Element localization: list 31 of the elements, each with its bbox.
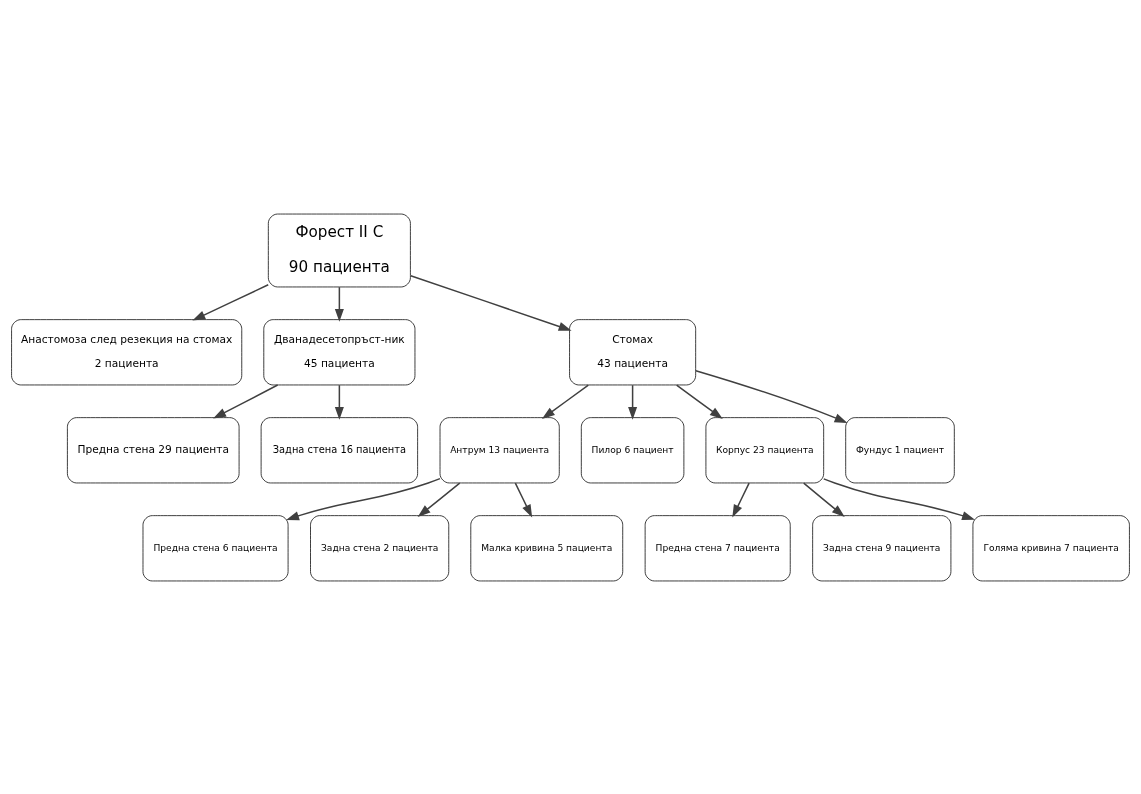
arrow: [213, 383, 279, 418]
node-box: Задна стена 16 пациента: [260, 416, 418, 483]
node-box: Голяма кривина 7 пациента: [972, 514, 1130, 581]
arrow: [334, 383, 344, 420]
node-box: Корпус 23 пациента: [705, 416, 825, 483]
node-box: Фундус 1 пациент: [845, 416, 955, 483]
arrow: [514, 481, 533, 518]
node-box: Задна стена 2 пациента: [310, 514, 450, 581]
node-box: Предна стена 29 пациента: [67, 416, 240, 483]
node-box: Стомах 43 пациента: [569, 318, 697, 385]
node-box: Предна стена 7 пациента: [644, 514, 791, 581]
node-box: Предна стена 6 пациента: [142, 514, 289, 581]
arrow: [628, 383, 638, 420]
arrow: [803, 481, 845, 517]
arrow: [541, 383, 590, 419]
arrow: [417, 481, 461, 517]
arrow: [334, 285, 344, 322]
node-box: Пилор 6 пациент: [580, 416, 685, 483]
node-box: Форест II C 90 пациента: [267, 213, 411, 287]
node-box: Малка кривина 5 пациента: [470, 514, 624, 581]
node-box: Анастомоза след резекция на стомах 2 пациента: [11, 318, 243, 385]
node-box: Дванадесетопръст-ник 45 пациента: [263, 318, 416, 385]
arrow: [286, 477, 441, 520]
node-box: Антрум 13 пациента: [439, 416, 560, 483]
node-box: Задна стена 9 пациента: [812, 514, 952, 581]
arrow: [823, 477, 975, 520]
arrow: [695, 369, 848, 423]
arrow: [732, 481, 750, 518]
arrow: [409, 274, 572, 331]
arrow: [675, 383, 723, 419]
arrow: [192, 283, 269, 321]
